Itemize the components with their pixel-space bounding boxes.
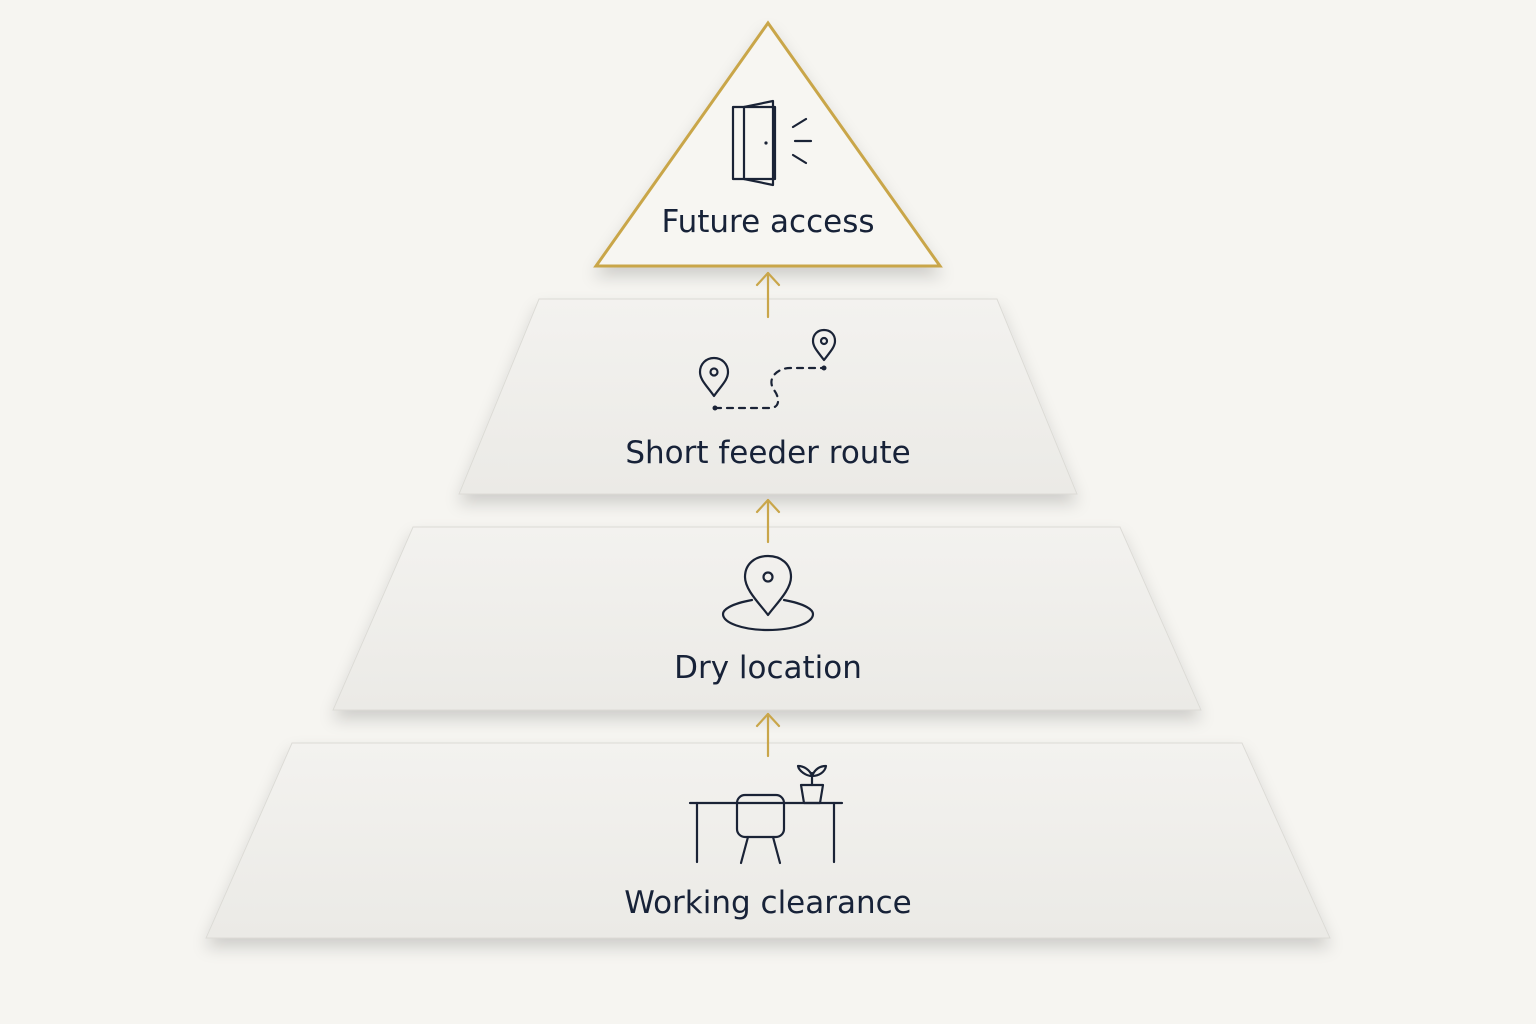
route-pins-icon: [698, 328, 837, 411]
tier-future-access: Future access: [593, 20, 943, 268]
tier-label-short-feeder-route: Short feeder route: [625, 435, 910, 471]
arrow-to-short-feeder-route: [755, 498, 781, 544]
tier-working-clearance: Working clearance: [205, 742, 1331, 939]
arrow-to-future-access: [755, 271, 781, 319]
location-pin-icon: [721, 554, 815, 632]
tier-dry-location: Dry location: [332, 526, 1202, 711]
tier-label-future-access: Future access: [661, 204, 874, 240]
tier-label-working-clearance: Working clearance: [624, 885, 912, 921]
desk-chair-plant-icon: [688, 764, 844, 865]
tier-label-dry-location: Dry location: [674, 650, 862, 686]
door-open-icon: [731, 99, 813, 187]
tier-short-feeder-route: Short feeder route: [458, 298, 1078, 495]
arrow-to-dry-location: [755, 712, 781, 758]
